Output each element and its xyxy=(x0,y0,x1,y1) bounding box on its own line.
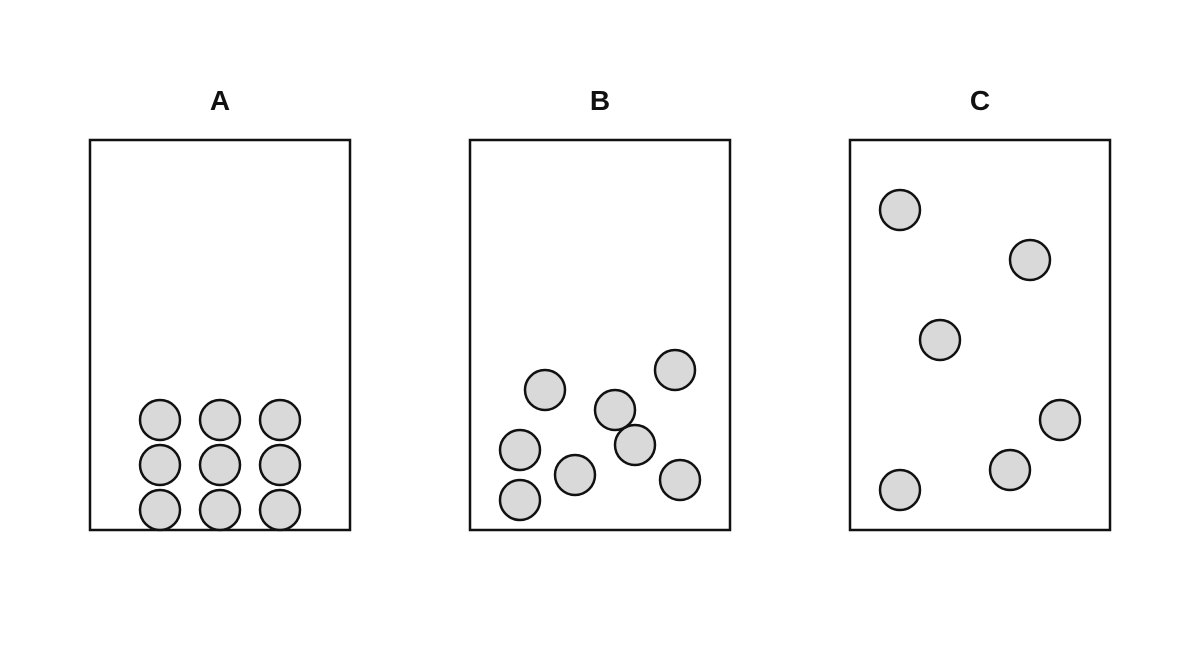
particle xyxy=(138,488,182,532)
panel-a-label: A xyxy=(210,85,230,116)
particle xyxy=(1008,238,1052,282)
particle xyxy=(593,388,637,432)
particle xyxy=(198,443,242,487)
particle xyxy=(498,428,542,472)
panel-b-particles xyxy=(498,348,702,522)
particle xyxy=(138,398,182,442)
particle xyxy=(258,488,302,532)
panel-b-container xyxy=(468,138,732,532)
panel-b: B xyxy=(468,85,732,532)
particle xyxy=(878,468,922,512)
particle xyxy=(613,423,657,467)
particle xyxy=(658,458,702,502)
particle xyxy=(878,188,922,232)
particle xyxy=(553,453,597,497)
panel-c: C xyxy=(848,85,1112,532)
particle xyxy=(258,443,302,487)
panel-a-particles xyxy=(138,398,302,532)
particle xyxy=(138,443,182,487)
particle xyxy=(1038,398,1082,442)
panel-c-container xyxy=(848,138,1112,532)
panel-c-particles xyxy=(878,188,1082,512)
panel-a: A xyxy=(88,85,352,532)
particle xyxy=(498,478,542,522)
panel-c-label: C xyxy=(970,85,990,116)
particle xyxy=(918,318,962,362)
panel-b-label: B xyxy=(590,85,610,116)
particle xyxy=(988,448,1032,492)
particle xyxy=(198,398,242,442)
particle xyxy=(523,368,567,412)
particle xyxy=(198,488,242,532)
particle xyxy=(653,348,697,392)
particle xyxy=(258,398,302,442)
